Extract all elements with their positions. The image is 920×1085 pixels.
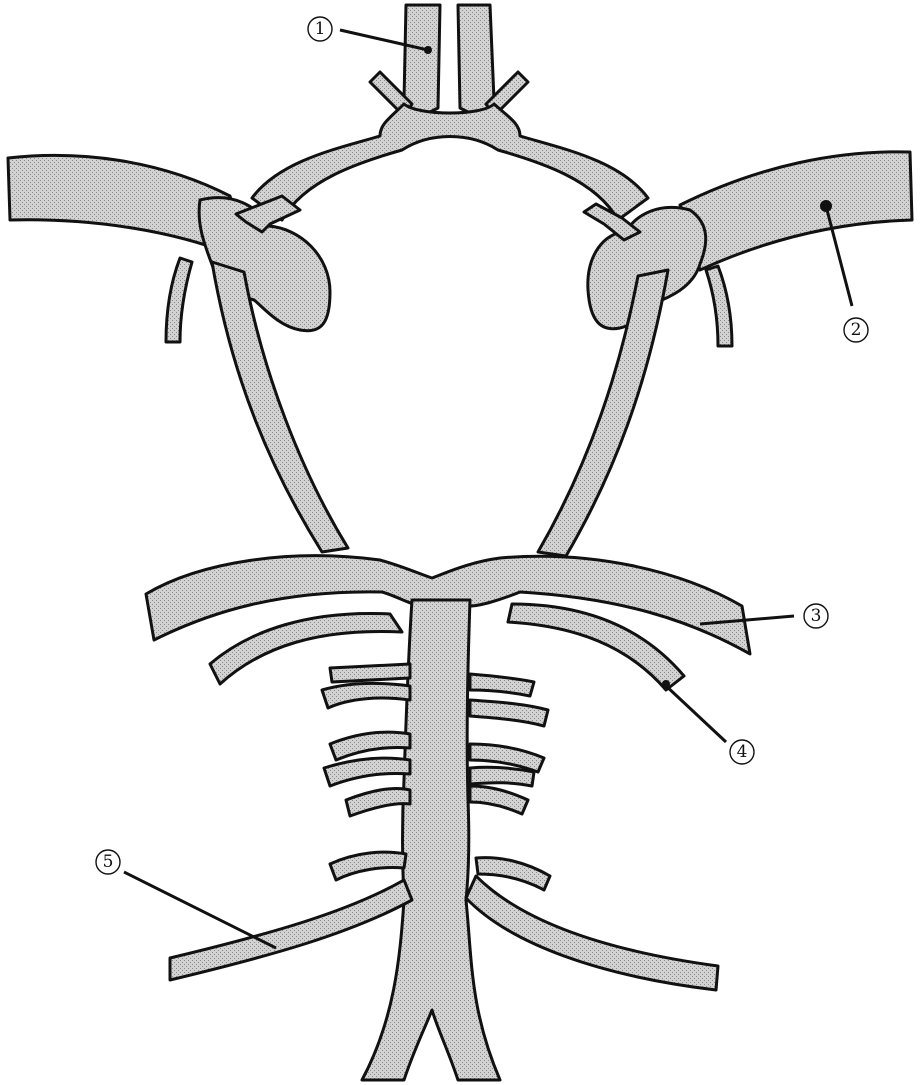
right-inferior-cerebellar bbox=[466, 876, 718, 990]
callouts: 1 2 3 4 5 bbox=[96, 17, 868, 948]
upper-ring bbox=[252, 104, 648, 220]
pontine-branch bbox=[330, 732, 410, 760]
pontine-branch bbox=[470, 786, 528, 814]
callout-text-5: 5 bbox=[103, 852, 114, 872]
pontine-branch bbox=[470, 700, 548, 726]
leader-line-5 bbox=[124, 872, 276, 948]
leader-dot-4 bbox=[662, 680, 670, 688]
pontine-branch bbox=[346, 788, 410, 816]
callout-label-5: 5 bbox=[96, 850, 120, 874]
anterior-vessels bbox=[404, 5, 494, 116]
leader-dot-1 bbox=[424, 46, 432, 54]
left-inferior-cerebellar bbox=[170, 880, 412, 980]
callout-label-3: 3 bbox=[804, 604, 828, 628]
leader-line-4 bbox=[664, 684, 726, 742]
callout-label-1: 1 bbox=[308, 17, 332, 41]
right-small-down-branch bbox=[706, 266, 732, 346]
pontine-branch bbox=[324, 758, 410, 786]
right-pontine-branches bbox=[470, 674, 550, 890]
left-pontine-branches bbox=[322, 664, 410, 880]
callout-label-4: 4 bbox=[730, 740, 754, 764]
callout-text-4: 4 bbox=[737, 742, 748, 762]
right-middle-vessel bbox=[680, 152, 912, 270]
left-small-down-branch bbox=[166, 258, 192, 342]
pontine-branch bbox=[322, 683, 410, 708]
leader-dot-2 bbox=[820, 200, 832, 212]
callout-text-3: 3 bbox=[811, 606, 822, 626]
right-superior-cerebellar bbox=[508, 604, 684, 690]
pontine-branch bbox=[330, 852, 406, 880]
callout-text-1: 1 bbox=[315, 19, 326, 39]
callout-text-2: 2 bbox=[851, 320, 862, 340]
pontine-branch bbox=[330, 664, 410, 682]
pontine-branch bbox=[470, 767, 534, 786]
pontine-branch bbox=[470, 674, 534, 696]
callout-label-2: 2 bbox=[844, 318, 868, 342]
upper-small-branches bbox=[370, 72, 528, 116]
